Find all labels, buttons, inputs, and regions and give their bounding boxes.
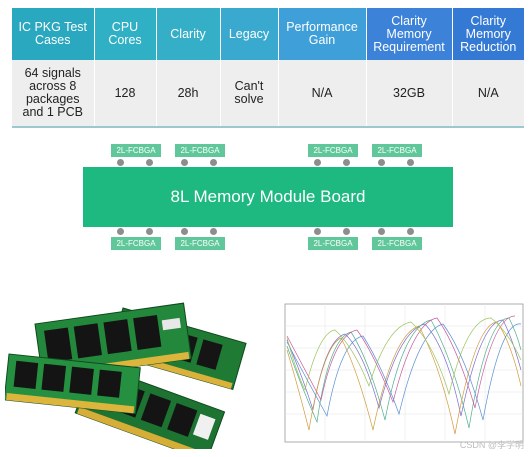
solder-ball bbox=[117, 159, 124, 166]
header-test-cases: IC PKG Test Cases bbox=[12, 8, 95, 60]
top-chip-3: 2L-FCBGA bbox=[308, 144, 358, 157]
cell-test-cases: 64 signals across 8 packages and 1 PCB bbox=[12, 60, 95, 127]
solder-ball bbox=[146, 159, 153, 166]
solder-ball bbox=[314, 159, 321, 166]
solder-ball bbox=[210, 228, 217, 235]
top-chip-4: 2L-FCBGA bbox=[372, 144, 422, 157]
solder-ball bbox=[407, 159, 414, 166]
cell-performance-gain: N/A bbox=[278, 60, 367, 127]
bottom-chip-3: 2L-FCBGA bbox=[308, 237, 358, 250]
memory-modules-photo bbox=[5, 302, 247, 449]
cell-clarity: 28h bbox=[156, 60, 221, 127]
header-memory-requirement: Clarity Memory Requirement bbox=[366, 8, 453, 60]
cell-memory-requirement: 32GB bbox=[366, 60, 453, 127]
top-chip-2: 2L-FCBGA bbox=[175, 144, 225, 157]
solder-ball bbox=[343, 159, 350, 166]
table-header-row: IC PKG Test Cases CPU Cores Clarity Lega… bbox=[12, 8, 524, 60]
header-cpu-cores: CPU Cores bbox=[94, 8, 157, 60]
solder-ball bbox=[181, 228, 188, 235]
solder-ball bbox=[117, 228, 124, 235]
table-row: 64 signals across 8 packages and 1 PCB 1… bbox=[12, 60, 524, 127]
header-performance-gain: Performance Gain bbox=[278, 8, 367, 60]
header-legacy: Legacy bbox=[220, 8, 279, 60]
cell-cpu-cores: 128 bbox=[94, 60, 157, 127]
solder-ball bbox=[146, 228, 153, 235]
memory-module-board: 8L Memory Module Board bbox=[83, 167, 453, 227]
cell-legacy: Can't solve bbox=[220, 60, 279, 127]
header-clarity: Clarity bbox=[156, 8, 221, 60]
solder-ball bbox=[210, 159, 217, 166]
bottom-chip-1: 2L-FCBGA bbox=[111, 237, 161, 250]
frequency-response-plot bbox=[284, 303, 524, 443]
solder-ball bbox=[378, 228, 385, 235]
comparison-table: IC PKG Test Cases CPU Cores Clarity Lega… bbox=[12, 8, 524, 128]
watermark: CSDN @李学明 bbox=[459, 440, 524, 450]
top-chip-1: 2L-FCBGA bbox=[111, 144, 161, 157]
bottom-chip-2: 2L-FCBGA bbox=[175, 237, 225, 250]
header-memory-reduction: Clarity Memory Reduction bbox=[452, 8, 524, 60]
solder-ball bbox=[378, 159, 385, 166]
cell-memory-reduction: N/A bbox=[452, 60, 524, 127]
solder-ball bbox=[407, 228, 414, 235]
solder-ball bbox=[343, 228, 350, 235]
bottom-chip-4: 2L-FCBGA bbox=[372, 237, 422, 250]
solder-ball bbox=[181, 159, 188, 166]
solder-ball bbox=[314, 228, 321, 235]
